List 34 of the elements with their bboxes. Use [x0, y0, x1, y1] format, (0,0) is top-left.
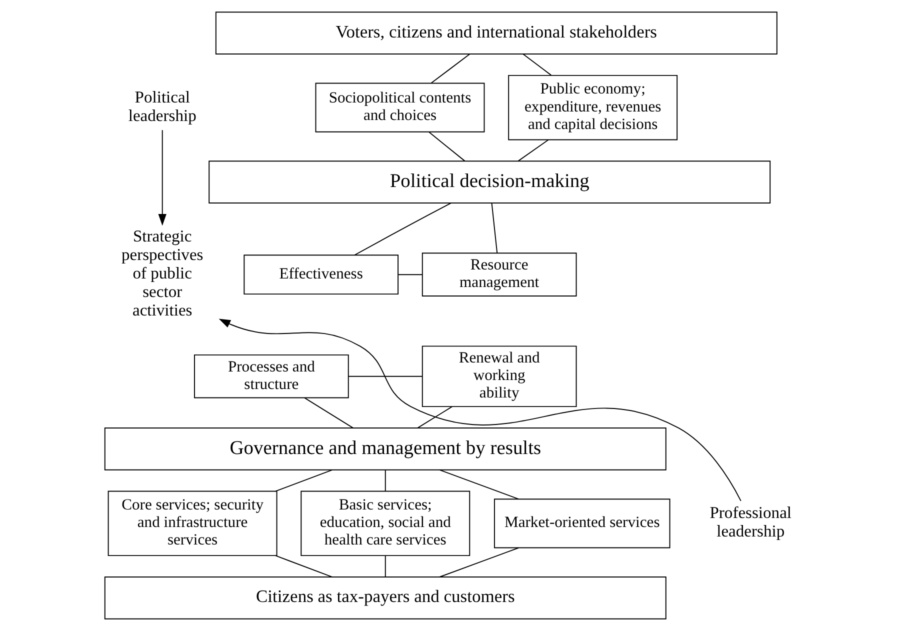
node-box: Citizens as tax-payers and customers	[104, 576, 666, 620]
connector	[438, 547, 519, 578]
arrow	[218, 318, 741, 502]
node-box: Public economy; expenditure, revenues and capital decisions	[508, 74, 678, 140]
node-box: Voters, citizens and international stakeholders	[214, 12, 777, 54]
node-box: Sociopolitical contents and choices	[314, 82, 484, 132]
connector	[274, 555, 332, 578]
connector	[347, 376, 422, 377]
node-box: Renewal and working ability	[421, 346, 576, 408]
node-box: Core services; security and infrastructure services	[107, 490, 277, 556]
node-box: Resource management	[421, 252, 576, 296]
node-box: Processes and structure	[194, 354, 348, 398]
connector	[490, 202, 498, 254]
connector	[304, 397, 354, 428]
connector	[517, 139, 548, 162]
connector	[416, 406, 452, 428]
node-text: Strategic perspectives of public sector activities	[120, 226, 203, 320]
connector	[522, 54, 552, 76]
connector	[384, 470, 386, 492]
node-box: Market-oriented services	[493, 498, 670, 548]
node-box: Basic services; education, social and health care services	[300, 490, 470, 556]
connector	[428, 132, 465, 162]
connector	[384, 555, 386, 578]
arrow	[158, 130, 166, 226]
connector	[430, 54, 470, 84]
connector	[354, 202, 451, 256]
node-text: Political leadership	[128, 87, 196, 125]
connector	[397, 274, 422, 276]
node-text: Professional leadership	[709, 503, 792, 541]
node-box: Governance and management by results	[104, 428, 666, 470]
connector	[274, 469, 332, 492]
connector	[438, 469, 519, 500]
node-box: Effectiveness	[243, 254, 398, 295]
node-box: Political decision-making	[208, 160, 770, 204]
